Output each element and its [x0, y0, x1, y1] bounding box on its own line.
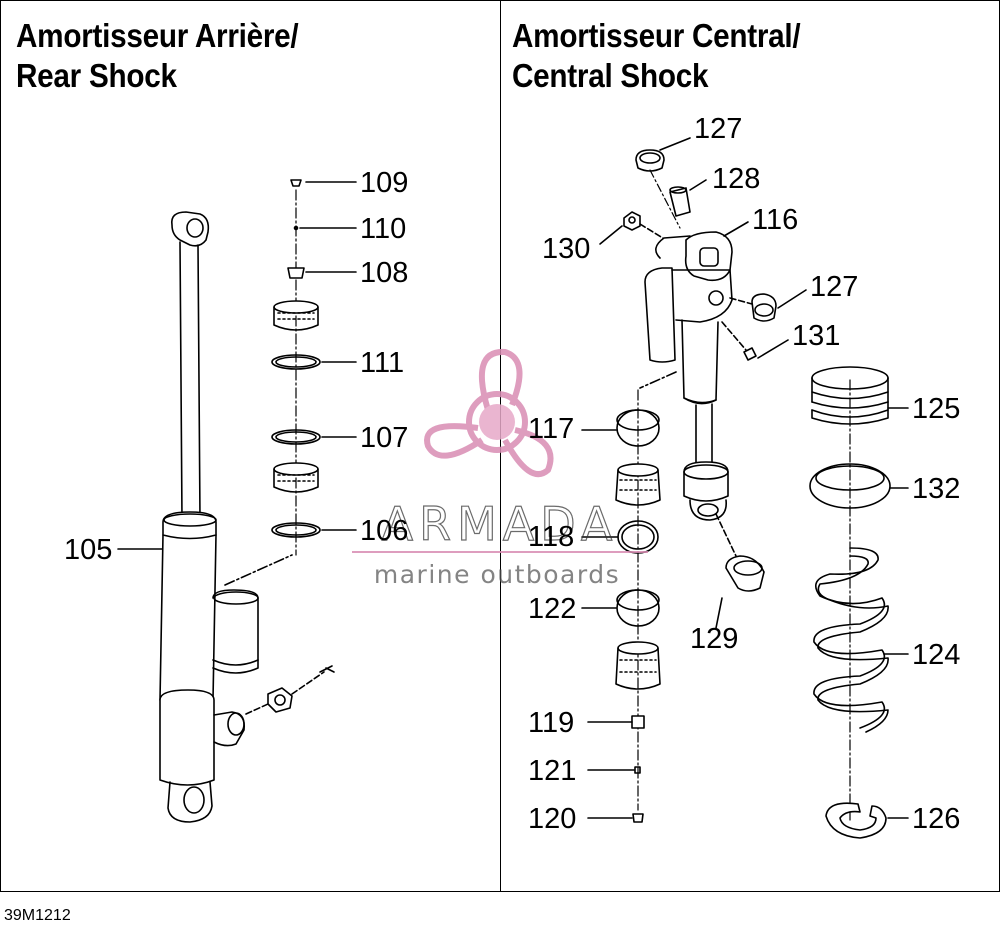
figure-code: 39M1212 [4, 907, 71, 924]
central-title-line1: Amortisseur Central/ [512, 17, 801, 54]
callout-122: 122 [528, 593, 576, 625]
callout-129: 129 [690, 623, 738, 655]
callout-106: 106 [360, 515, 408, 547]
callout-121: 121 [528, 755, 576, 787]
callout-128: 128 [712, 163, 760, 195]
central-title-line2: Central Shock [512, 57, 709, 94]
callout-132: 132 [912, 473, 960, 505]
rear-title-line2: Rear Shock [16, 57, 177, 94]
panel-divider [500, 0, 501, 891]
armada-watermark: ARMADA marine outboards [352, 348, 648, 589]
rear-shock-title: Amortisseur Arrière/ Rear Shock [16, 16, 299, 96]
callout-108: 108 [360, 257, 408, 289]
callout-labels: 109 110 108 111 107 106 105 127 128 116 … [64, 113, 960, 835]
callout-126: 126 [912, 803, 960, 835]
callout-109: 109 [360, 167, 408, 199]
callout-110: 110 [360, 213, 406, 245]
callout-120: 120 [528, 803, 576, 835]
callout-118: 118 [528, 521, 574, 553]
watermark-brand: ARMADA [382, 497, 619, 551]
propeller-logo-icon [424, 348, 554, 478]
callout-130: 130 [542, 233, 590, 265]
rear-title-line1: Amortisseur Arrière/ [16, 17, 299, 54]
callout-116: 116 [752, 204, 798, 236]
callout-125: 125 [912, 393, 960, 425]
callout-119: 119 [528, 707, 574, 739]
central-shock-assembly [615, 149, 891, 839]
callout-111: 111 [360, 347, 404, 379]
callout-105: 105 [64, 534, 112, 566]
propeller-hub-icon [479, 404, 515, 440]
callout-127-right: 127 [810, 271, 858, 303]
parts-diagram: ARMADA marine outboards 109 110 108 111 … [64, 113, 960, 839]
watermark-tagline: marine outboards [374, 560, 620, 589]
central-shock-title: Amortisseur Central/ Central Shock [512, 16, 801, 96]
callout-117: 117 [528, 413, 574, 445]
callout-107: 107 [360, 422, 408, 454]
callout-131: 131 [792, 320, 840, 352]
callout-124: 124 [912, 639, 960, 671]
callout-127-top: 127 [694, 113, 742, 145]
rear-shock-assembly [159, 179, 335, 823]
